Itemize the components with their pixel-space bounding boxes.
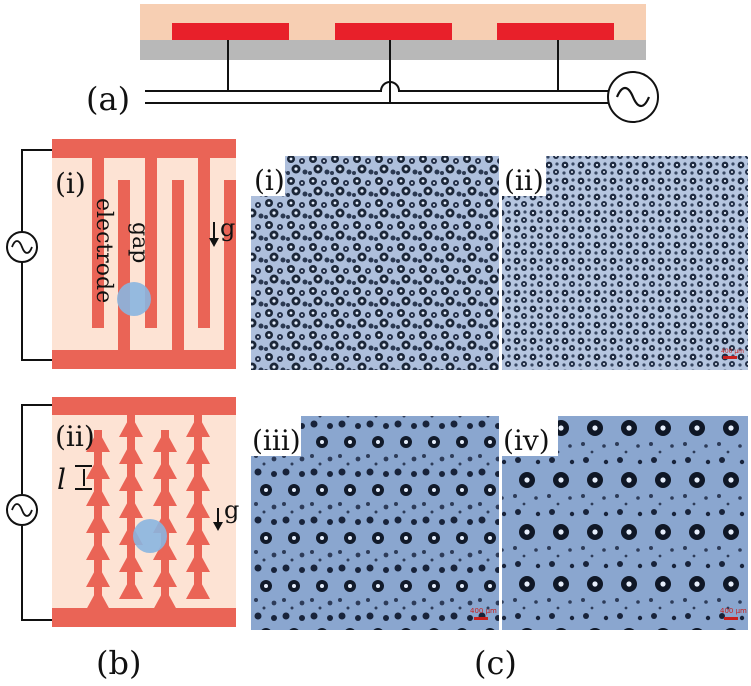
electrode-label: electrode <box>91 198 116 303</box>
ac-source-icon <box>6 231 38 263</box>
panel-b-ii: (ii) l g (b) <box>6 397 239 682</box>
gravity-arrow-icon <box>213 508 223 531</box>
wiring <box>145 40 611 104</box>
circuit-b-i <box>21 149 55 361</box>
substrate <box>140 40 646 60</box>
length-label: l <box>57 463 66 496</box>
panel-c: (i) (ii) 400 µm (iii) 400 µm (iv) 400 µm… <box>251 156 748 682</box>
scale-bar-label: 400 µm <box>720 607 747 615</box>
micrograph-iii: (iii) 400 µm <box>251 416 499 630</box>
length-bracket <box>75 465 92 490</box>
gravity-label-i: g <box>220 214 235 242</box>
gravity-arrow-icon <box>209 222 219 247</box>
gap-label: gap <box>127 222 152 263</box>
droplet <box>117 282 151 316</box>
panel-c-label: (c) <box>474 644 517 682</box>
micrograph-label: (i) <box>254 164 285 197</box>
b-ii-electrodes <box>52 397 236 627</box>
micrograph-label: (iv) <box>503 424 550 457</box>
ac-source-icon <box>607 71 659 123</box>
droplet <box>133 519 167 553</box>
gravity-label-ii: g <box>224 496 239 524</box>
scale-bar-label: 400 µm <box>721 348 744 355</box>
panel-a: (a) <box>86 4 659 123</box>
panel-a-label: (a) <box>86 80 130 118</box>
micrograph-iv: (iv) 400 µm <box>502 416 748 630</box>
ac-source-icon <box>6 494 38 526</box>
micrograph-i: (i) <box>251 156 499 370</box>
micrograph-ii: (ii) 400 µm <box>502 156 748 370</box>
panel-b-label: (b) <box>96 644 141 682</box>
sub-label-i: (i) <box>55 167 86 200</box>
circuit-b-ii <box>21 404 55 621</box>
panel-b-i: (i) electrode gap g <box>6 139 236 369</box>
electrode-2 <box>335 23 452 40</box>
scale-bar-label: 400 µm <box>470 607 497 615</box>
micrograph-label: (ii) <box>504 164 544 197</box>
electrode-1 <box>172 23 289 40</box>
sub-label-ii: (ii) <box>55 420 95 453</box>
electrode-3 <box>497 23 614 40</box>
micrograph-label: (iii) <box>252 424 301 457</box>
